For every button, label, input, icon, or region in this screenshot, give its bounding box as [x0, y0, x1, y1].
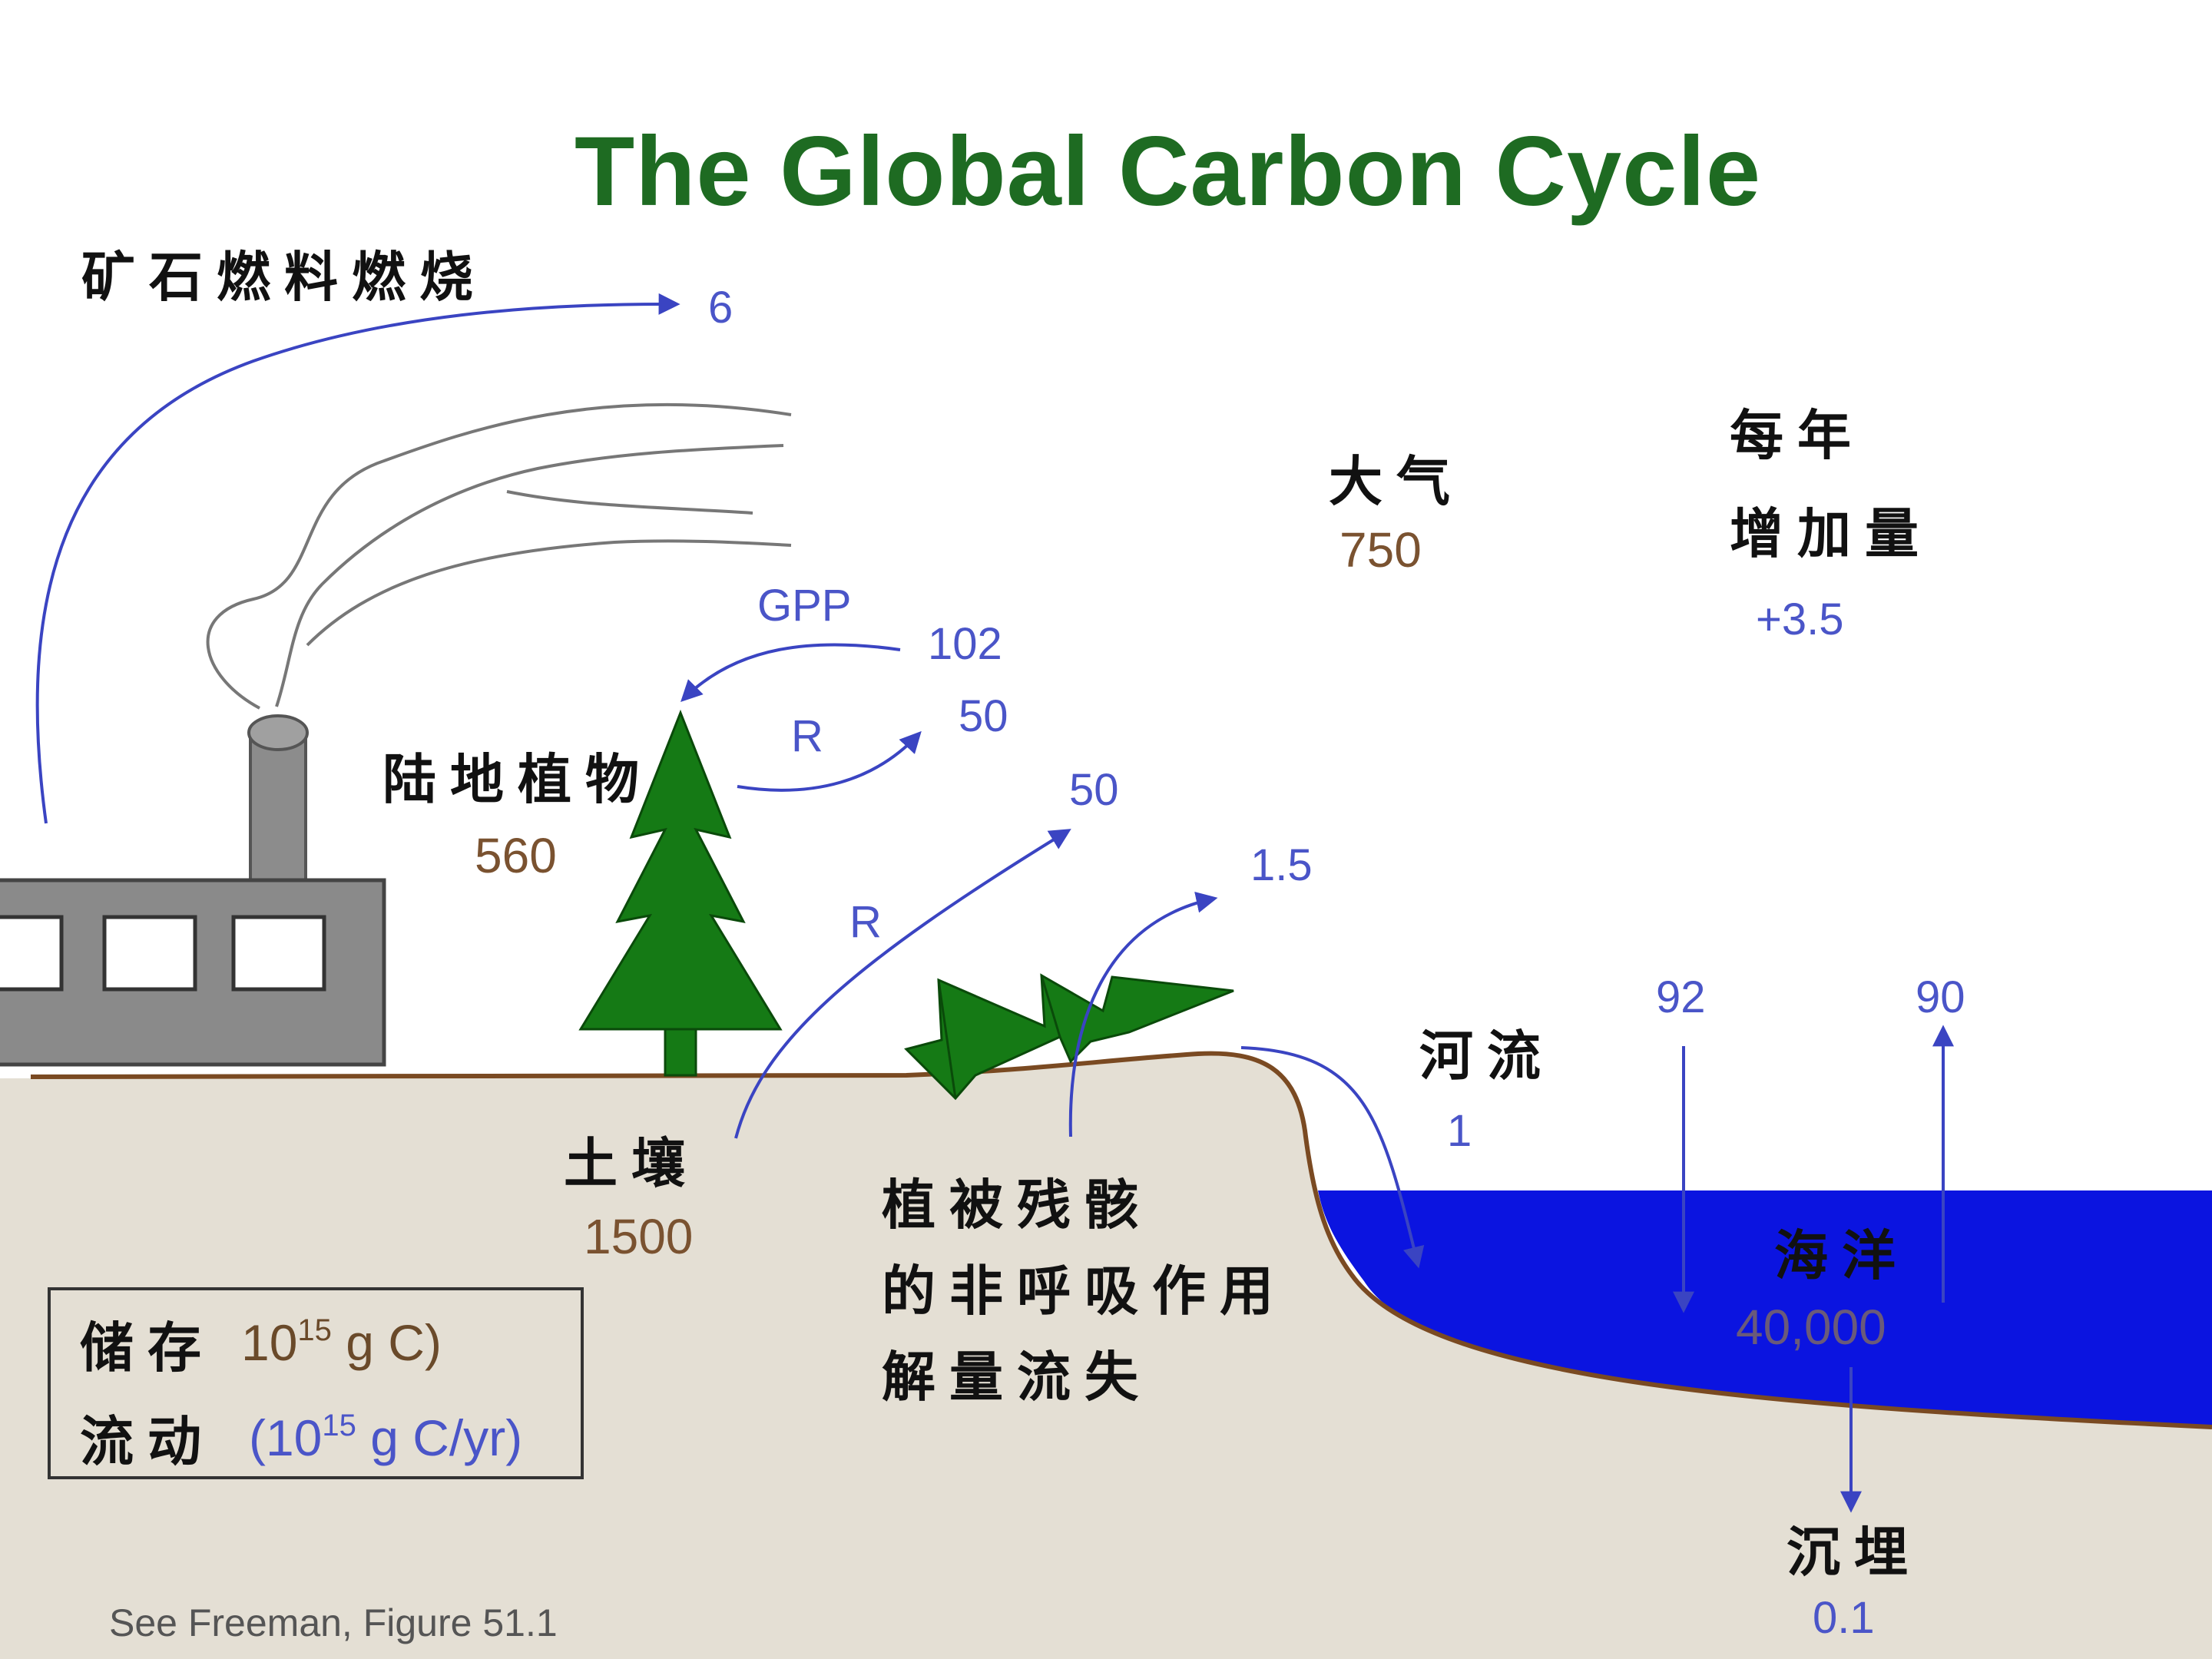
soil-stock: 1500: [584, 1209, 694, 1264]
figure-caption: See Freeman, Figure 51.1: [109, 1601, 558, 1644]
gpp-arrow: [680, 643, 901, 702]
factory-window: [0, 915, 64, 992]
legend-box: [48, 1287, 584, 1479]
soil-respiration-label: R: [849, 897, 882, 947]
annual-increase-flux: +3.5: [1756, 594, 1844, 644]
tree: [578, 709, 783, 1077]
soil-respiration-arrow: [734, 829, 1071, 1139]
legend-flux-unit: (1015 g C/yr): [249, 1409, 523, 1466]
land-plants-label: 陆地植物: [382, 747, 653, 811]
chimney-top: [247, 714, 309, 751]
plant-respiration-label: R: [791, 711, 823, 761]
annual-increase-label-line1: 每年: [1730, 403, 1865, 467]
factory: [0, 402, 792, 1067]
smoke-lines: [206, 402, 792, 710]
plant-respiration-arrow: [737, 730, 922, 792]
river-flux: 1: [1447, 1106, 1472, 1156]
plant-respiration-flux: 50: [959, 691, 1008, 741]
factory-window: [102, 915, 197, 992]
fossil-fuel-arrow: [35, 293, 680, 824]
soil-ground: [0, 1053, 2212, 1659]
litter-flux: 1.5: [1250, 840, 1313, 890]
gpp-flux: 102: [928, 619, 1002, 669]
river-arrow: [1240, 1046, 1425, 1269]
ocean-water: [1318, 1190, 2212, 1427]
legend-flux-label: 流动: [80, 1409, 215, 1473]
diagram-title: The Global Carbon Cycle: [575, 117, 1762, 227]
burial-flux: 0.1: [1813, 1593, 1875, 1643]
ground-surface-line: [30, 1051, 2212, 1429]
legend-storage-unit: 1015 g C): [241, 1313, 442, 1371]
fallen-logs: [904, 973, 1234, 1101]
ocean-release-flux: 90: [1916, 972, 1965, 1022]
factory-chimney: [249, 731, 307, 885]
soil-label: 土壤: [564, 1131, 699, 1195]
litter-label-line3: 解量流失: [882, 1345, 1152, 1409]
litter-label-line1: 植被残骸: [882, 1173, 1152, 1237]
ocean-uptake-flux: 92: [1656, 972, 1706, 1022]
river-label: 河流: [1419, 1024, 1555, 1088]
gpp-label: GPP: [757, 581, 852, 631]
flux-arrows: [35, 293, 1954, 1513]
fossil-fuel-label: 矿石燃料燃烧: [81, 245, 487, 309]
litter-arrow: [1068, 892, 1218, 1137]
legend-storage-label: 储存: [80, 1316, 215, 1379]
factory-window: [231, 915, 326, 992]
atmosphere-label: 大气: [1329, 449, 1464, 513]
soil-respiration-flux: 50: [1069, 765, 1119, 815]
atmosphere-stock: 750: [1339, 522, 1422, 578]
annual-increase-label-line2: 增加量: [1730, 502, 1932, 565]
burial-label: 沉埋: [1786, 1520, 1922, 1584]
ocean-label: 海洋: [1774, 1224, 1909, 1287]
fossil-fuel-flux: 6: [708, 283, 733, 333]
ocean-stock: 40,000: [1736, 1300, 1886, 1355]
land-plants-stock: 560: [475, 828, 557, 883]
litter-label-line2: 的非呼吸作用: [882, 1259, 1287, 1323]
